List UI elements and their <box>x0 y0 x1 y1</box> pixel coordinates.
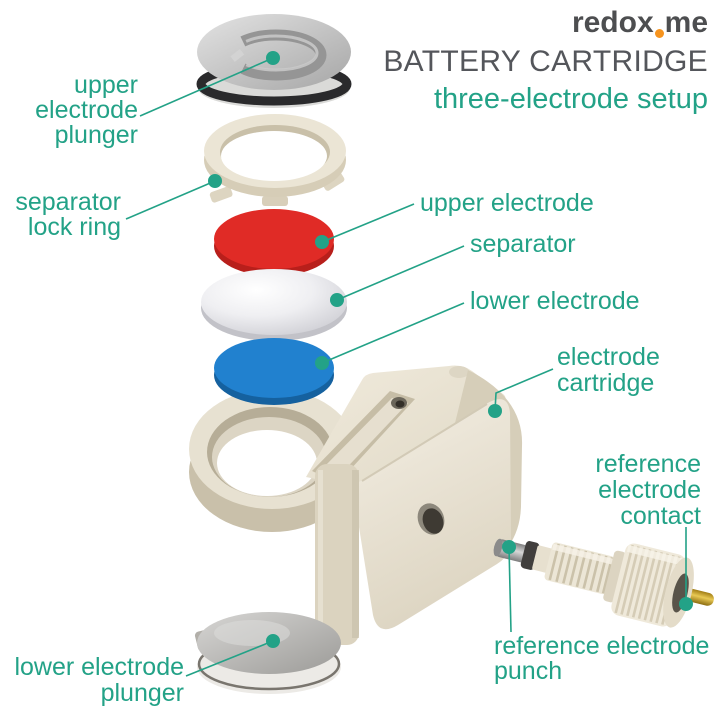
label-separator: separator <box>470 230 576 258</box>
leader-upper-electrode <box>321 203 415 243</box>
logo: redox me <box>383 6 708 40</box>
label-upper-electrode-plunger: upper electrode plunger <box>35 71 138 149</box>
label-lower-electrode-plunger: lower electrode plunger <box>14 653 184 707</box>
label-separator-lock-ring: separator lock ring <box>15 188 121 241</box>
dot-reference-electrode-punch <box>502 540 516 554</box>
dot-upper-electrode <box>315 235 329 249</box>
dot-upper-electrode-plunger <box>266 51 280 65</box>
dot-electrode-cartridge <box>488 404 502 418</box>
separator-lock-ring-graphic <box>204 114 346 206</box>
header: redox me BATTERY CARTRIDGE three-electro… <box>383 6 708 116</box>
leader-upper-electrode-plunger <box>139 57 274 117</box>
lower-electrode-plunger-graphic <box>194 612 341 694</box>
upper-electrode-graphic <box>214 209 334 276</box>
page-subtitle: three-electrode setup <box>433 83 708 115</box>
leader-lower-electrode-plunger <box>185 640 274 677</box>
dot-separator <box>330 293 344 307</box>
label-upper-electrode: upper electrode <box>420 189 594 217</box>
label-reference-electrode-contact: reference electrode contact <box>595 450 701 530</box>
leader-lines <box>125 57 687 677</box>
electrode-cartridge-graphic <box>189 365 523 645</box>
dot-lower-electrode-plunger <box>266 634 280 648</box>
label-electrode-cartridge: electrode cartridge <box>557 343 660 397</box>
logo-text-me: me <box>664 6 708 39</box>
separator-graphic <box>201 269 347 341</box>
leader-separator <box>336 245 465 301</box>
dot-reference-electrode-contact <box>679 597 693 611</box>
leader-separator-lock-ring <box>125 180 216 220</box>
reference-electrode-punch-graphic <box>493 538 714 628</box>
label-reference-electrode-punch: reference electrode punch <box>494 632 710 685</box>
dot-lower-electrode <box>315 356 329 370</box>
lower-electrode-graphic <box>214 338 334 405</box>
logo-dot-icon <box>654 29 664 38</box>
label-lower-electrode: lower electrode <box>470 287 640 315</box>
leader-lower-electrode <box>321 302 465 364</box>
leader-dots <box>208 51 693 648</box>
leader-reference-electrode-punch <box>508 546 512 633</box>
dot-separator-lock-ring <box>208 174 222 188</box>
page-title: BATTERY CARTRIDGE <box>383 45 708 78</box>
logo-text-redox: redox <box>571 6 654 39</box>
